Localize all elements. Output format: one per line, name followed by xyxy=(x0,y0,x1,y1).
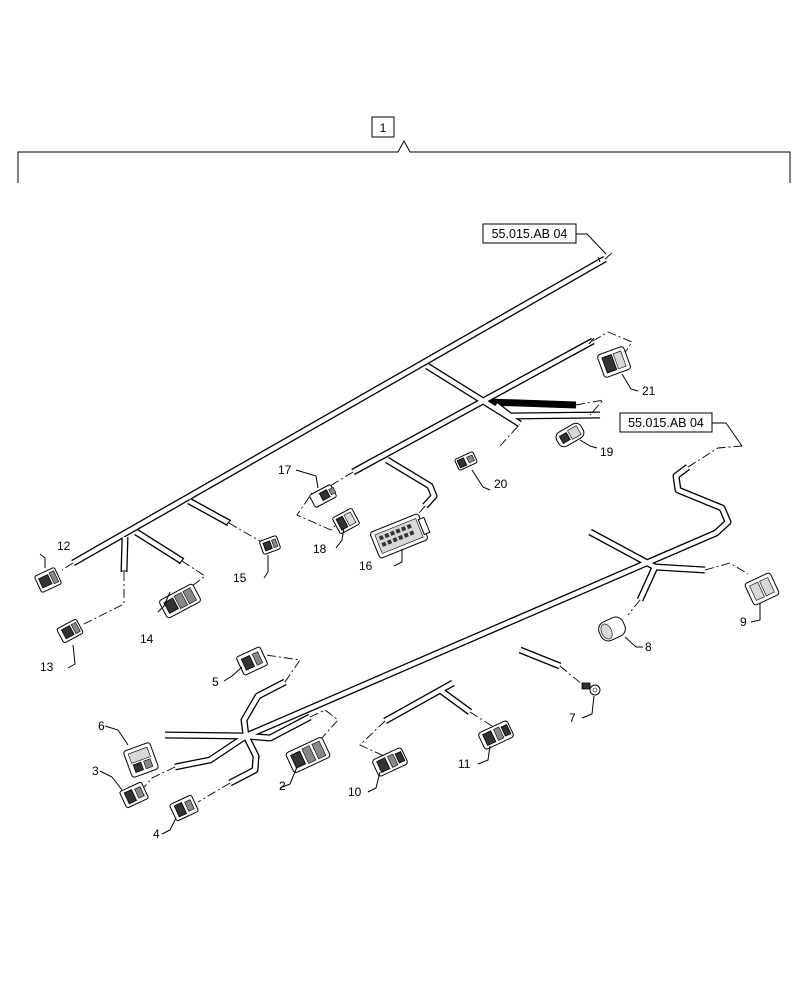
callout-4: 4 xyxy=(153,827,160,841)
callout-11: 11 xyxy=(458,757,471,771)
callout-leaders xyxy=(39,373,761,835)
connector-17[interactable] xyxy=(309,484,338,508)
callout-16: 16 xyxy=(359,559,373,573)
callout-20: 20 xyxy=(494,477,508,491)
connector-2[interactable] xyxy=(285,737,331,774)
callout-7: 7 xyxy=(569,711,576,725)
connector-15[interactable] xyxy=(259,535,281,555)
connector-21[interactable] xyxy=(597,346,632,378)
callout-19: 19 xyxy=(600,445,614,459)
callout-15: 15 xyxy=(233,571,247,585)
callout-18: 18 xyxy=(313,542,327,556)
upper-harness xyxy=(71,255,607,573)
callout-14: 14 xyxy=(140,632,154,646)
connector-5[interactable] xyxy=(236,646,268,676)
assembly-bracket: 1 xyxy=(17,116,791,183)
callout-6: 6 xyxy=(98,719,105,733)
connector-13[interactable] xyxy=(56,618,84,644)
lower-harness xyxy=(164,464,732,787)
ring-terminal-7[interactable] xyxy=(581,682,601,696)
reference-box-upper: 55.015.AB 04 xyxy=(482,223,607,255)
connector-19[interactable] xyxy=(554,421,586,449)
connector-4[interactable] xyxy=(169,794,199,822)
callout-2: 2 xyxy=(279,779,286,793)
callout-21: 21 xyxy=(642,384,656,398)
reference-box-lower: 55.015.AB 04 xyxy=(619,412,743,447)
connector-6[interactable] xyxy=(123,742,159,778)
callout-17: 17 xyxy=(278,463,292,477)
assembly-item-number: 1 xyxy=(380,121,387,135)
connector-18[interactable] xyxy=(332,508,360,534)
reference-label-lower: 55.015.AB 04 xyxy=(628,416,704,430)
connector-3[interactable] xyxy=(119,781,149,809)
callout-8: 8 xyxy=(645,640,652,654)
connector-10[interactable] xyxy=(372,747,409,777)
callout-10: 10 xyxy=(348,785,362,799)
connector-14[interactable] xyxy=(159,583,202,619)
connection-lines xyxy=(61,251,749,803)
connector-16[interactable] xyxy=(370,512,432,559)
callout-3: 3 xyxy=(92,764,99,778)
reference-label-upper: 55.015.AB 04 xyxy=(492,227,568,241)
connector-11[interactable] xyxy=(478,720,515,750)
callout-9: 9 xyxy=(740,615,747,629)
connector-12[interactable] xyxy=(34,567,62,593)
callout-13: 13 xyxy=(40,660,54,674)
connector-20[interactable] xyxy=(454,451,478,471)
connector-9[interactable] xyxy=(744,572,780,606)
callout-5: 5 xyxy=(212,675,219,689)
connector-8[interactable] xyxy=(596,614,628,643)
callout-12: 12 xyxy=(57,539,71,553)
callout-numbers: 12 13 14 15 16 17 18 19 20 21 9 8 7 11 1… xyxy=(40,384,747,841)
